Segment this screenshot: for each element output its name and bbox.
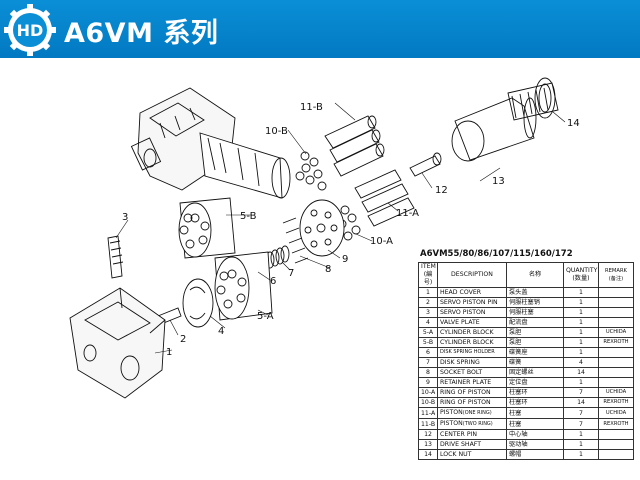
callout-13: 13 bbox=[492, 176, 505, 187]
pistons-one-ring bbox=[354, 169, 415, 227]
table-header-row: ITEM(編号) DESCRIPTION 名称 QUANTITY(数量) REM… bbox=[418, 262, 634, 288]
piston-rings-b bbox=[295, 151, 327, 191]
header-item: ITEM(編号) bbox=[418, 262, 438, 288]
page-title: A6VM 系列 bbox=[64, 18, 219, 49]
model-list: A6VM55/80/86/107/115/160/172 bbox=[420, 249, 573, 259]
callout-7: 7 bbox=[288, 268, 294, 279]
cylinder-block-b bbox=[178, 197, 236, 259]
retainer-plate bbox=[299, 199, 345, 257]
header-name: 名称 bbox=[506, 262, 564, 288]
callout-10a: 10-A bbox=[370, 236, 393, 247]
head-cover bbox=[69, 287, 166, 399]
callout-2: 2 bbox=[180, 334, 186, 345]
header-description: DESCRIPTION bbox=[437, 262, 507, 288]
pump-housing bbox=[130, 87, 291, 199]
socket-bolts bbox=[282, 217, 309, 264]
hd-logo-icon: HD bbox=[4, 4, 56, 56]
callout-5b: 5-B bbox=[240, 211, 257, 222]
servo-piston bbox=[107, 235, 124, 279]
pistons-two-ring bbox=[324, 115, 385, 177]
callout-6: 6 bbox=[270, 276, 276, 287]
callout-10b: 10-B bbox=[265, 126, 288, 137]
parts-table: ITEM(編号) DESCRIPTION 名称 QUANTITY(数量) REM… bbox=[418, 262, 634, 460]
callout-9: 9 bbox=[342, 254, 348, 265]
callout-3: 3 bbox=[122, 212, 128, 223]
header-quantity: QUANTITY(数量) bbox=[563, 262, 599, 288]
center-pin bbox=[409, 152, 442, 177]
callout-1: 1 bbox=[166, 347, 172, 358]
callout-14: 14 bbox=[567, 118, 580, 129]
drive-shaft bbox=[451, 82, 559, 162]
leader-lines bbox=[115, 102, 566, 354]
disk-springs bbox=[265, 245, 290, 269]
lock-nut bbox=[534, 77, 556, 119]
callout-5a: 5-A bbox=[257, 311, 274, 322]
callout-8: 8 bbox=[325, 264, 331, 275]
callout-11a: 11-A bbox=[396, 208, 419, 219]
callout-11b: 11-B bbox=[300, 102, 323, 113]
header-remark: REMARK(备注) bbox=[598, 262, 634, 288]
callout-12: 12 bbox=[435, 185, 448, 196]
callout-labels: 1 2 3 4 5-A 5-B 6 7 8 9 10-A 10-B 11-A 1… bbox=[122, 102, 580, 358]
cylinder-block-a bbox=[214, 251, 273, 321]
callout-4: 4 bbox=[218, 326, 224, 337]
logo-text: HD bbox=[17, 21, 44, 40]
exploded-view-diagram: 1 2 3 4 5-A 5-B 6 7 8 9 10-A 10-B 11-A 1… bbox=[69, 77, 580, 399]
valve-plate bbox=[182, 278, 214, 328]
header-bar: HD A6VM 系列 bbox=[0, 0, 640, 58]
